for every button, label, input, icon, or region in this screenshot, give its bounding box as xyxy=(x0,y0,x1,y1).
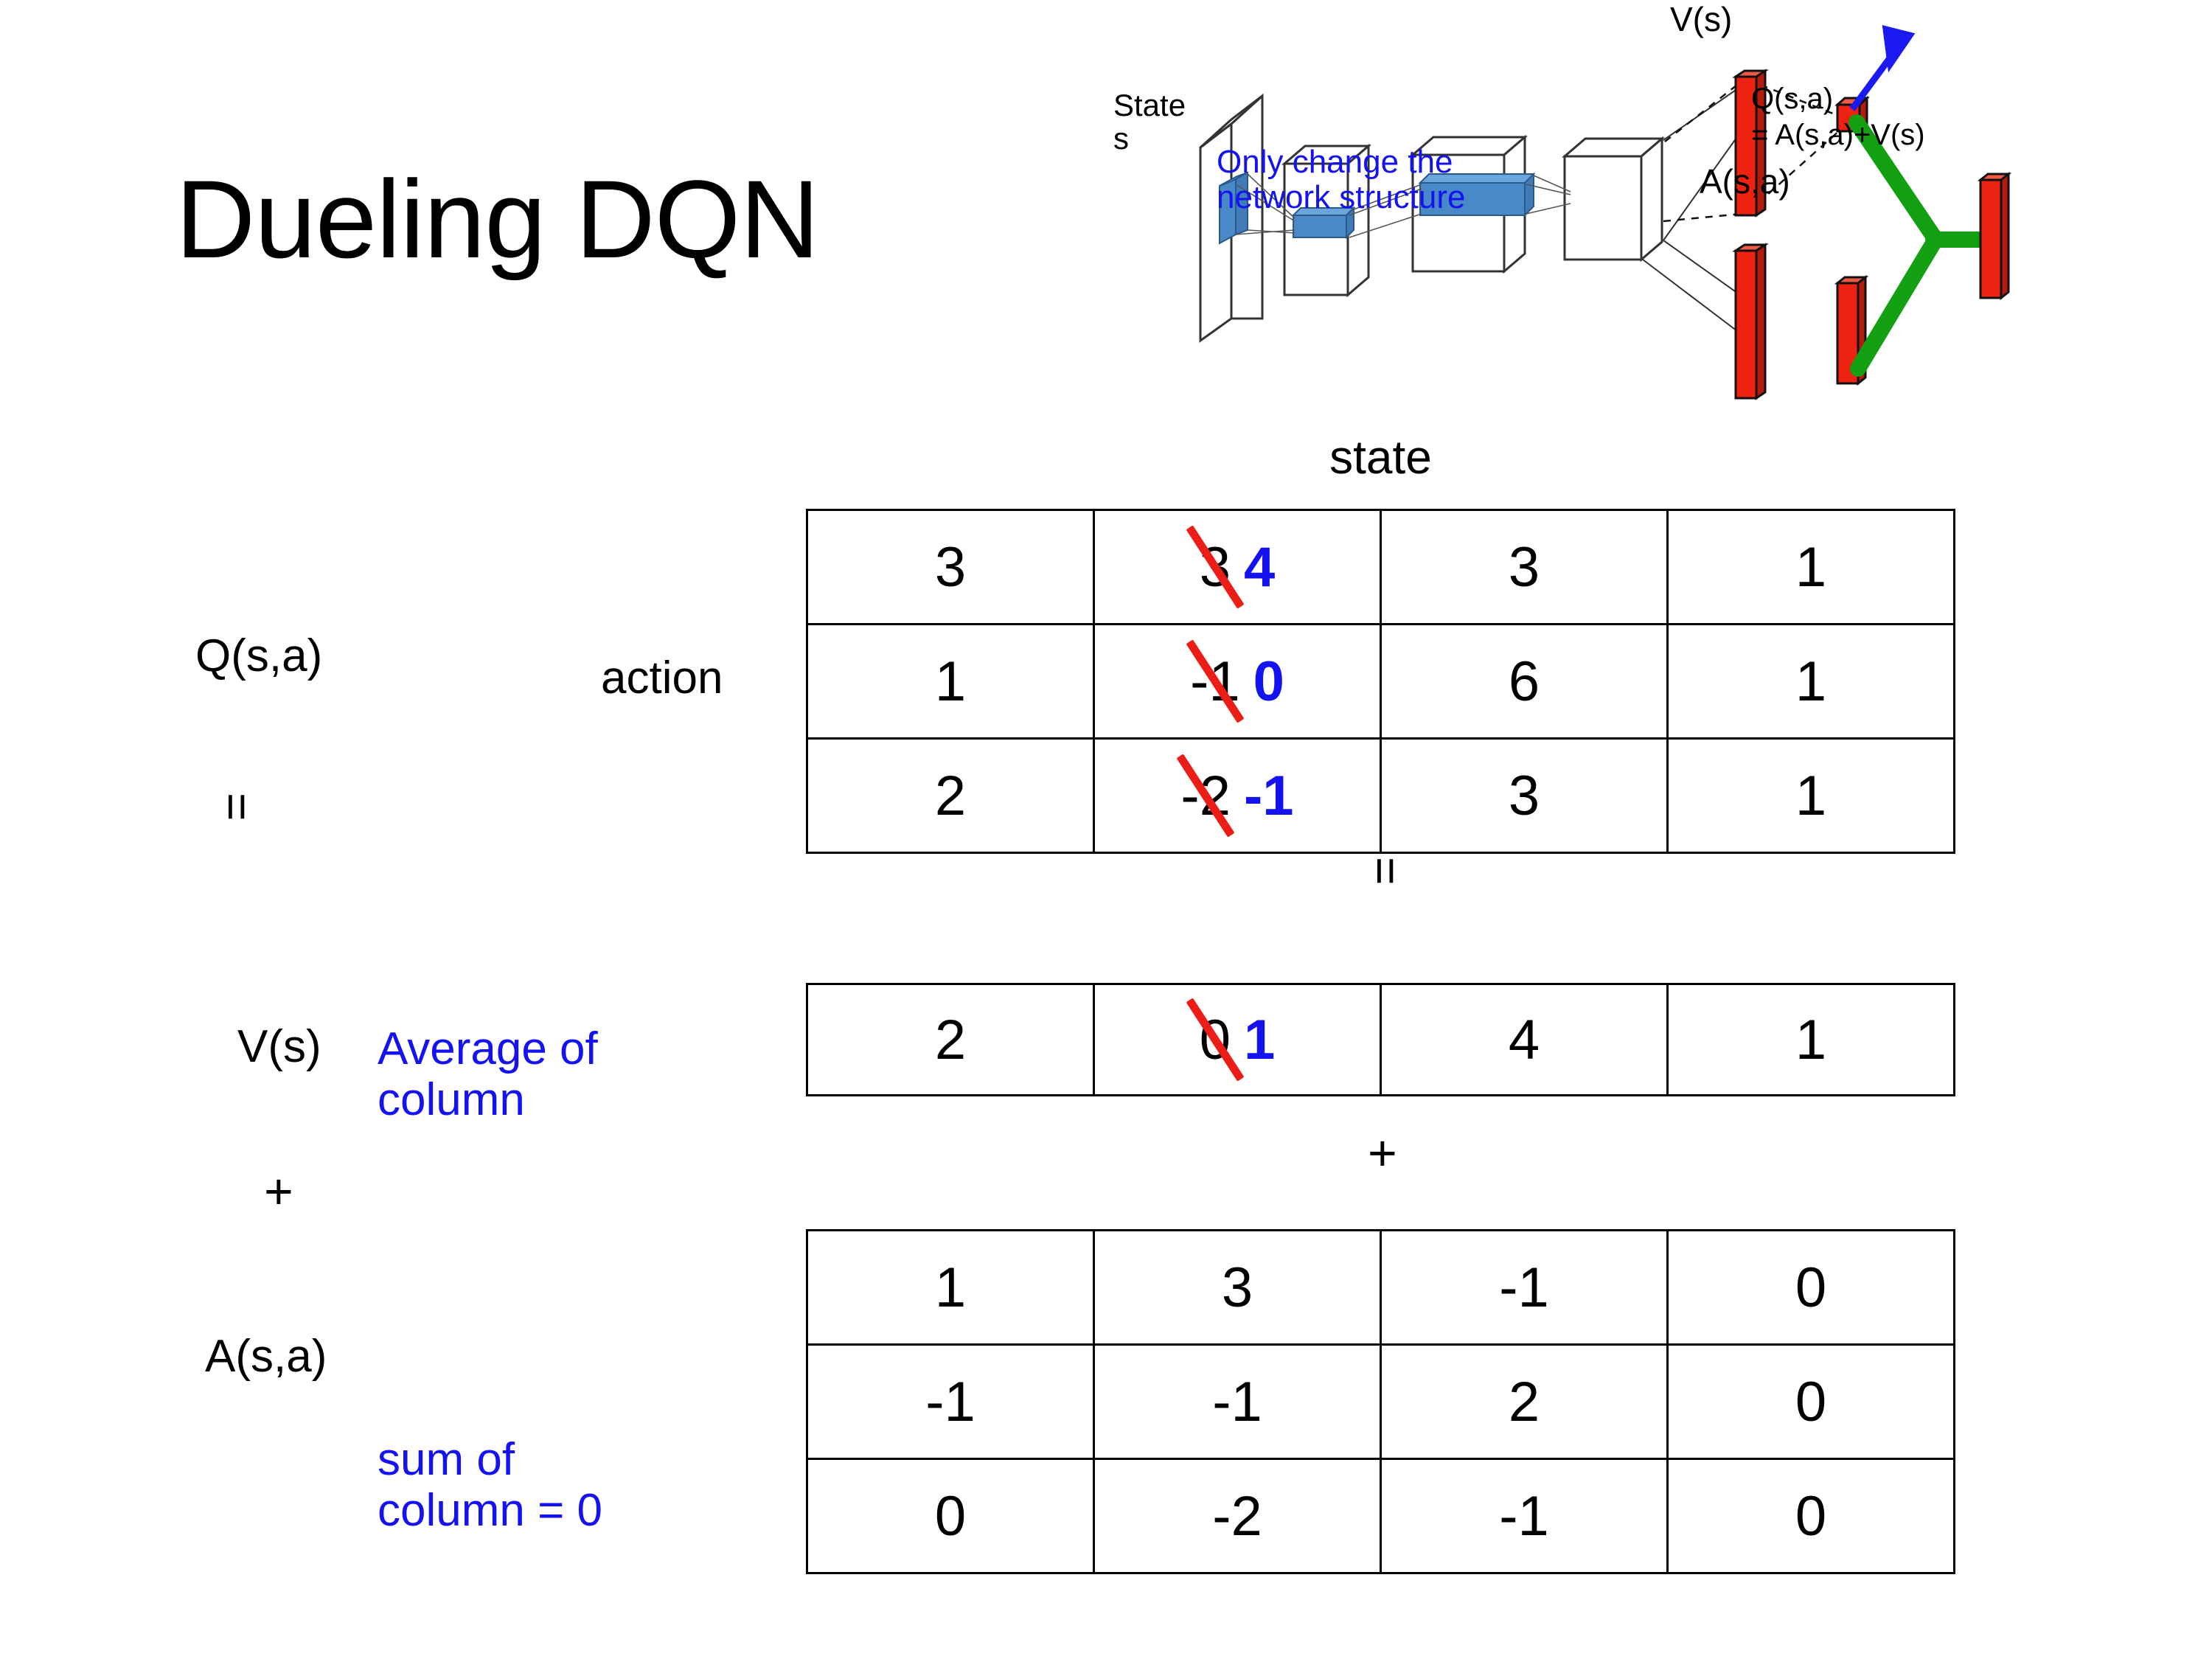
table-cell: 2 xyxy=(806,737,1095,854)
value-hidden-layer-bar xyxy=(1732,69,1769,218)
old-value: -2 xyxy=(1176,754,1235,838)
input-patch-icon xyxy=(1219,171,1248,245)
table-cell: 1 xyxy=(1666,737,1955,854)
table-cell: 0 xyxy=(1666,1229,1955,1346)
equals-sign-left: = xyxy=(210,793,265,821)
table-cell: 1 xyxy=(1666,623,1955,740)
old-value: -1 xyxy=(1186,639,1245,723)
equals-sign-between-tables: = xyxy=(1359,857,1413,886)
a-sum-note: sum of column = 0 xyxy=(378,1434,602,1537)
old-value: 0 xyxy=(1186,998,1245,1082)
table-cell: 6 xyxy=(1380,623,1669,740)
table-cell: 01 xyxy=(1093,983,1382,1096)
a-sum-note-line1: sum of xyxy=(378,1434,515,1485)
table-row: 20141 xyxy=(806,983,1955,1096)
conv-layer-3-icon xyxy=(1561,136,1666,262)
network-change-note-line2: network structure xyxy=(1217,178,1466,215)
state-input-label: State s xyxy=(1113,88,1186,156)
corrected-cell: -10 xyxy=(1186,639,1284,723)
v-average-note-line1: Average of xyxy=(378,1023,598,1074)
advantage-hidden-layer-bar xyxy=(1732,243,1769,400)
q-output-label-line2: = A(s,a)+V(s) xyxy=(1751,118,1925,151)
q-output-label: Q(s,a) = A(s,a)+V(s) xyxy=(1751,81,1925,153)
table-cell: -2-1 xyxy=(1093,737,1382,854)
strikethrough-icon xyxy=(1186,998,1245,1082)
table-cell: 1 xyxy=(1666,509,1955,625)
plus-sign-left: + xyxy=(264,1164,293,1220)
network-change-note: Only change the network structure xyxy=(1217,145,1465,215)
plus-sign-between-tables: + xyxy=(1368,1125,1397,1181)
q-output-label-line1: Q(s,a) xyxy=(1751,83,1834,115)
table-cell: 3 xyxy=(806,509,1095,625)
dueling-network-diagram: State s Only change the network structur… xyxy=(1084,0,2212,413)
table-cell: -1 xyxy=(1380,1229,1669,1346)
new-value: 1 xyxy=(1244,1008,1276,1071)
table-cell: 0 xyxy=(1666,1458,1955,1574)
connection-lines xyxy=(1235,173,1571,238)
aggregation-link-icon xyxy=(1848,114,1990,377)
network-change-note-line1: Only change the xyxy=(1217,144,1453,180)
a-function-label: A(s,a) xyxy=(205,1331,327,1382)
table-cell: 1 xyxy=(1666,983,1955,1096)
state-axis-label: state xyxy=(1329,431,1432,484)
input-plane-icon xyxy=(1199,93,1264,343)
table-cell: 34 xyxy=(1093,509,1382,625)
table-cell: -1 xyxy=(1093,1343,1382,1460)
new-value: 4 xyxy=(1244,535,1276,599)
table-cell: 2 xyxy=(806,983,1095,1096)
table-cell: 1 xyxy=(806,1229,1095,1346)
action-axis-label: action xyxy=(601,653,723,703)
v-average-note: Average of column xyxy=(378,1023,598,1126)
table-cell: 3 xyxy=(1380,509,1669,625)
new-value: -1 xyxy=(1244,764,1294,827)
v-average-note-line2: column xyxy=(378,1074,525,1126)
state-label-line2: s xyxy=(1113,121,1129,156)
value-arrow-icon xyxy=(1849,25,1916,111)
table-cell: 2 xyxy=(1380,1343,1669,1460)
conv-2-patch-icon xyxy=(1418,172,1536,218)
old-value: 3 xyxy=(1186,525,1245,609)
table-cell: 0 xyxy=(1666,1343,1955,1460)
v-table-body: 20141 xyxy=(806,983,1955,1096)
state-label-line1: State xyxy=(1113,88,1186,122)
q-output-bar xyxy=(1977,171,2012,301)
corrected-cell: 01 xyxy=(1186,998,1276,1082)
table-cell: 0 xyxy=(806,1458,1095,1574)
table-row: 33431 xyxy=(806,509,1955,625)
q-function-label: Q(s,a) xyxy=(195,630,323,681)
v-value-table: 20141 xyxy=(806,983,1955,1096)
corrected-cell: -2-1 xyxy=(1176,754,1294,838)
a-sum-note-line2: column = 0 xyxy=(378,1485,603,1537)
v-function-label: V(s) xyxy=(237,1021,321,1072)
corrected-cell: 34 xyxy=(1186,525,1276,609)
page-title: Dueling DQN xyxy=(175,157,820,281)
table-cell: 3 xyxy=(1380,737,1669,854)
table-cell: 4 xyxy=(1380,983,1669,1096)
network-architecture-svg xyxy=(1199,25,2012,400)
table-cell: -1 xyxy=(1380,1458,1669,1574)
table-row: 2 -2-1 31 xyxy=(806,737,1955,854)
table-cell: -1 xyxy=(806,1343,1095,1460)
value-output-label: V(s) xyxy=(1670,0,1733,38)
strikethrough-icon xyxy=(1186,639,1245,723)
table-cell: -10 xyxy=(1093,623,1382,740)
table-cell: 1 xyxy=(806,623,1095,740)
table-cell: 3 xyxy=(1093,1229,1382,1346)
strikethrough-icon xyxy=(1186,525,1245,609)
new-value: 0 xyxy=(1253,650,1284,713)
table-cell: -2 xyxy=(1093,1458,1382,1574)
strikethrough-icon xyxy=(1176,754,1235,838)
advantage-output-label: A(s,a) xyxy=(1700,162,1790,201)
